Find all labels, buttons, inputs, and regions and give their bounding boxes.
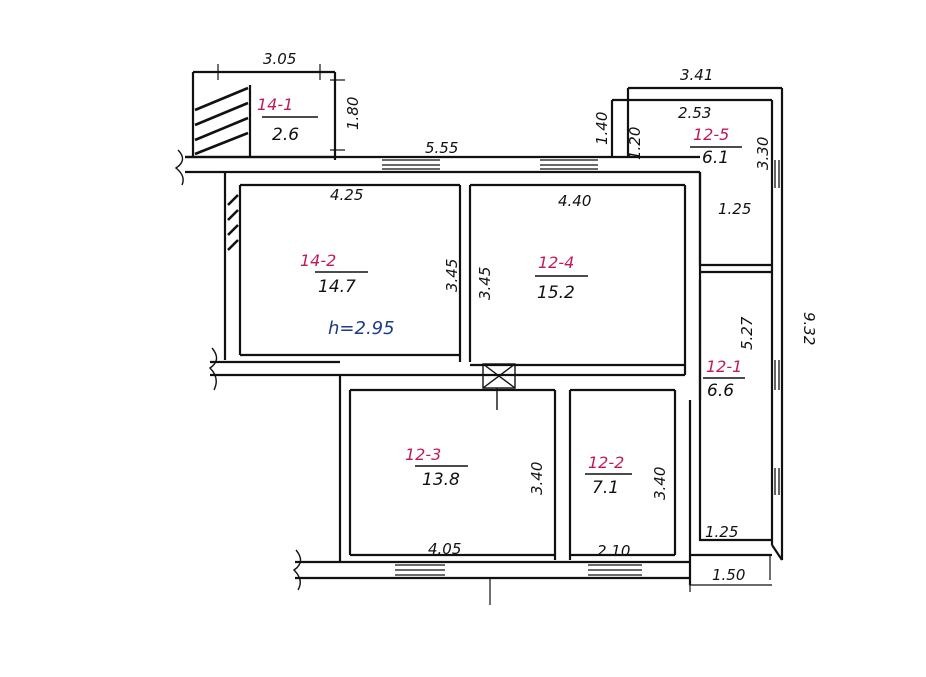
room-area: 13.8 (422, 470, 460, 490)
dim-label: 5.27 (738, 316, 756, 350)
dimension-labels: 3.05 1.80 5.55 4.25 4.40 3.45 3.45 3.41 … (263, 50, 818, 584)
window-right-3 (774, 160, 780, 188)
room-12-4: 12-4 15.2 (535, 253, 588, 303)
room-area: 15.2 (537, 283, 575, 303)
room-area: 6.1 (702, 148, 729, 168)
ceiling-height-note: h=2.95 (328, 318, 395, 339)
break-marks (174, 149, 302, 591)
dim-label: 4.05 (428, 540, 461, 558)
dimension-lines (205, 64, 772, 605)
dim-label: 3.45 (443, 259, 461, 292)
room-number: 14-1 (257, 95, 293, 114)
dim-label: 1.80 (344, 97, 362, 130)
room-12-1: 12-1 6.6 (703, 357, 745, 401)
window-right-1 (774, 360, 780, 390)
room-number: 12-5 (693, 125, 729, 144)
dim-label: 3.40 (528, 462, 546, 495)
room-number: 12-2 (588, 453, 624, 472)
room-number: 12-4 (538, 253, 574, 272)
room-12-2: 12-2 7.1 (585, 453, 632, 498)
windows (382, 159, 780, 576)
room-number: 12-1 (706, 357, 742, 376)
window-bottom-2 (588, 564, 642, 576)
dim-label: 1.25 (718, 200, 751, 218)
walls (185, 70, 784, 585)
room-area: 2.6 (272, 125, 299, 145)
dim-label: 5.55 (425, 139, 458, 157)
dim-label: 1.20 (626, 127, 644, 160)
dim-label: 9.32 (800, 312, 818, 345)
dim-label: 3.30 (754, 137, 772, 170)
room-14-2: 14-2 14.7 (300, 251, 368, 297)
window-right-2 (774, 468, 780, 495)
dim-label: 2.53 (678, 104, 711, 122)
room-14-1: 14-1 2.6 (257, 95, 318, 145)
room-area: 6.6 (707, 381, 734, 401)
dim-label: 3.41 (680, 66, 713, 84)
window-top-2 (540, 159, 598, 170)
dim-label: 1.40 (593, 112, 611, 145)
dim-label: 4.25 (330, 186, 363, 204)
window-bottom-1 (395, 564, 445, 576)
vent-symbol (482, 363, 516, 410)
room-number: 12-3 (405, 445, 441, 464)
room-area: 7.1 (592, 478, 619, 498)
stair-hatch (194, 86, 249, 251)
dim-label: 3.05 (263, 50, 296, 68)
dim-label: 1.50 (712, 566, 745, 584)
room-area: 14.7 (318, 277, 356, 297)
dim-label: 4.40 (558, 192, 591, 210)
dim-label: 3.40 (651, 467, 669, 500)
window-top-1 (382, 159, 440, 170)
room-12-3: 12-3 13.8 (405, 445, 468, 490)
dim-label: 3.45 (476, 267, 494, 300)
room-12-5: 12-5 6.1 (690, 125, 742, 168)
dim-label: 2.10 (597, 542, 630, 560)
room-number: 14-2 (300, 251, 336, 270)
dim-label: 1.25 (705, 523, 738, 541)
